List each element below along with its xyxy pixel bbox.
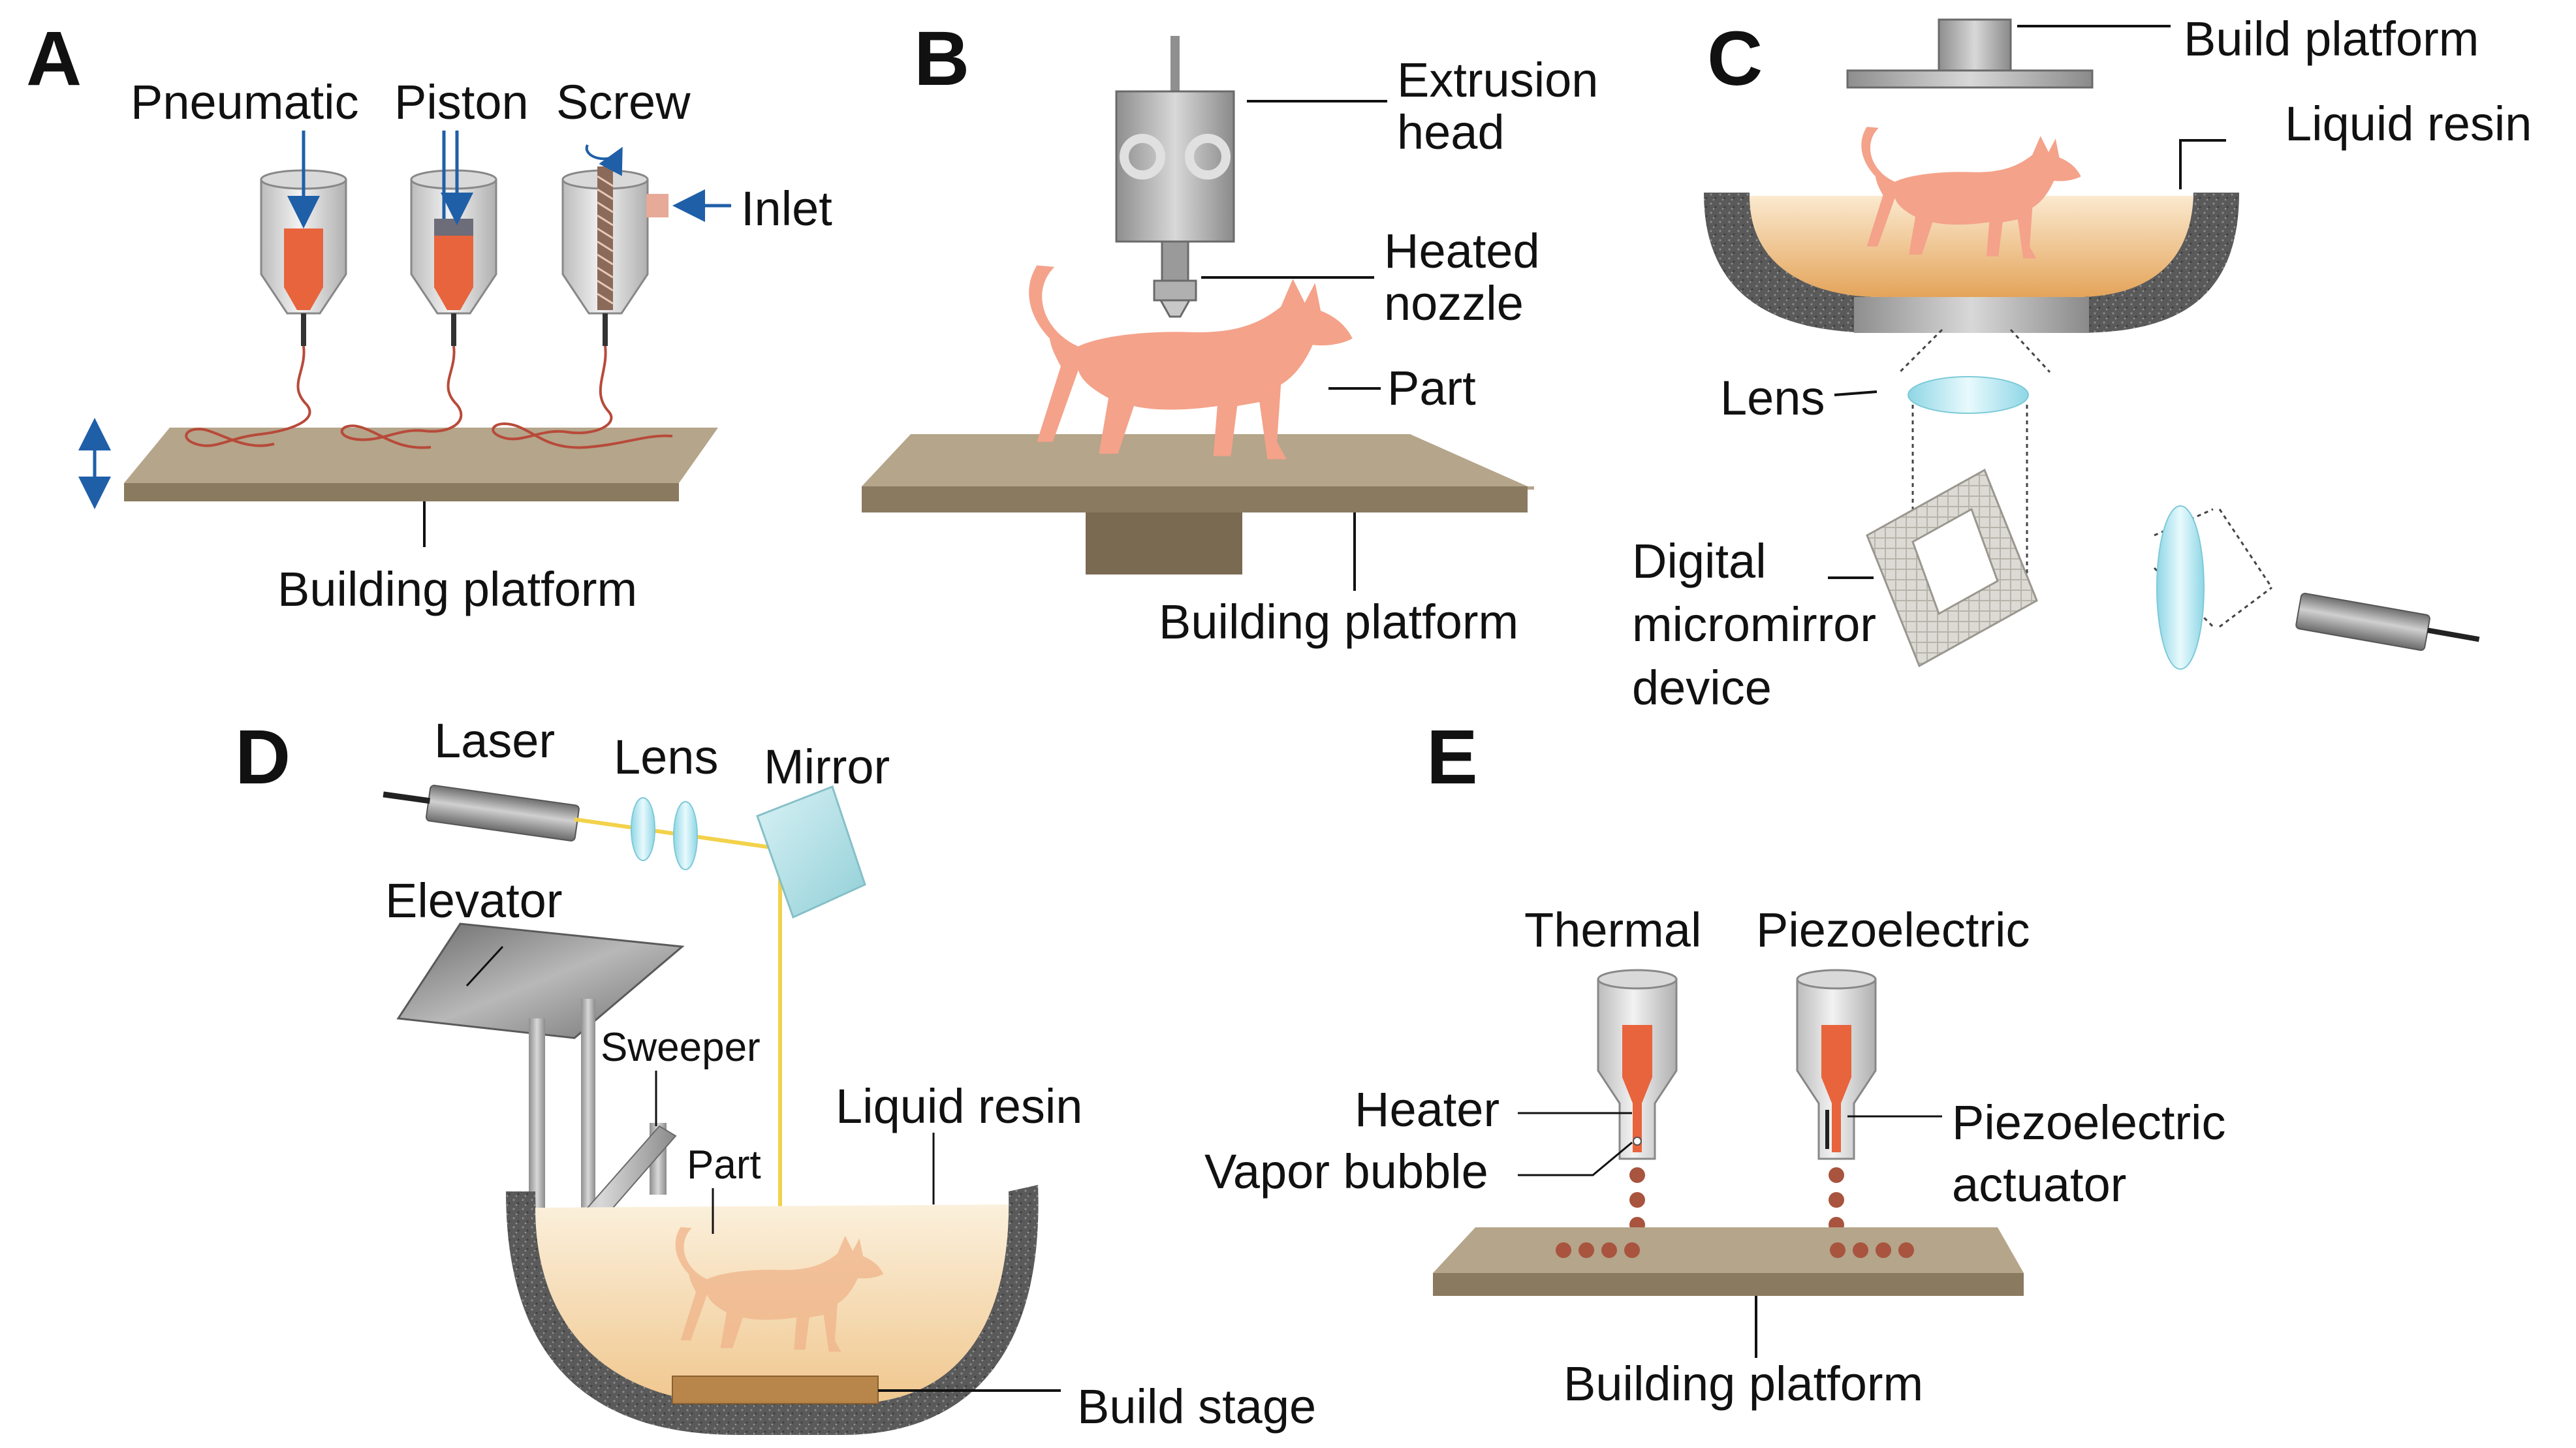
building-platform-a-label: Building platform [277, 562, 637, 616]
piezoelectric-actuator-label-line2: actuator [1952, 1157, 2126, 1212]
piezoelectric-label: Piezoelectric [1756, 903, 2030, 957]
dmd-label-line3: device [1632, 661, 1772, 715]
panel-e: E Thermal Piezoelectric [1204, 714, 2226, 1411]
part-b-label: Part [1387, 361, 1476, 415]
lens-c-label: Lens [1720, 371, 1825, 425]
thermal-printhead [1597, 969, 1678, 1160]
dmd-label-line1: Digital [1632, 534, 1767, 588]
building-platform-b-label: Building platform [1159, 595, 1518, 649]
dmd-label-line2: micromirror [1632, 597, 1876, 652]
projector-lens-c [2156, 505, 2205, 670]
part-d-label: Part [687, 1142, 761, 1188]
piston-syringe [410, 131, 497, 346]
liquid-resin-c-label: Liquid resin [2285, 97, 2532, 151]
lens-d-label: Lens [614, 730, 718, 784]
build-stage-label: Build stage [1077, 1379, 1316, 1434]
building-platform-e-label: Building platform [1563, 1357, 1923, 1411]
digital-micromirror-device [1866, 468, 2038, 668]
inlet-label: Inlet [741, 181, 832, 236]
piston-label: Piston [394, 75, 529, 129]
panel-d-letter: D [235, 714, 291, 800]
building-platform-a [124, 428, 718, 501]
mirror [756, 785, 866, 919]
liquid-resin-d-label: Liquid resin [836, 1079, 1082, 1133]
heater-label: Heater [1355, 1082, 1500, 1137]
light-source-c [2295, 592, 2480, 651]
panel-b-letter: B [914, 16, 969, 102]
extrusion-head-label-line2: head [1397, 105, 1505, 159]
panel-b: B Extrusion head Heated nozzle Part Buil… [862, 16, 1598, 649]
building-platform-e [1433, 1227, 2024, 1296]
panel-a-letter: A [26, 16, 82, 102]
vapor-bubble-label: Vapor bubble [1204, 1144, 1488, 1199]
screw-syringe [561, 144, 668, 346]
lens-c [1908, 376, 2029, 414]
sweeper-label: Sweeper [601, 1025, 761, 1070]
pneumatic-label: Pneumatic [131, 75, 359, 129]
resin-vat-c [1704, 193, 2239, 333]
piezoelectric-printhead [1796, 969, 1877, 1160]
elevator-label: Elevator [385, 874, 562, 928]
panel-e-letter: E [1426, 714, 1478, 800]
build-platform-c-label: Build platform [2184, 12, 2479, 66]
panel-a: A Pneumatic Piston Screw [26, 16, 832, 616]
heated-nozzle [1153, 279, 1197, 318]
thermal-label: Thermal [1524, 903, 1701, 957]
lens-d-1 [631, 797, 655, 861]
mirror-label: Mirror [764, 740, 890, 794]
extruded-filament [185, 345, 673, 449]
panel-c-letter: C [1707, 16, 1763, 102]
lens-d-2 [673, 801, 698, 870]
laser-label: Laser [434, 714, 555, 768]
panel-d: D Laser Lens Mirror Elevator Sweeper [235, 714, 1316, 1435]
building-platform-b [862, 434, 1534, 574]
heated-nozzle-label-line1: Heated [1384, 224, 1540, 278]
panel-c: C Build platform Liquid resin Lens [1632, 12, 2532, 715]
heated-nozzle-label-line2: nozzle [1384, 276, 1524, 330]
screw-label: Screw [556, 75, 691, 129]
build-platform-c [1846, 18, 2094, 89]
extrusion-head-label-line1: Extrusion [1397, 53, 1598, 107]
laser-source [383, 785, 580, 842]
pneumatic-syringe [260, 131, 347, 346]
extrusion-head [1115, 36, 1235, 282]
piezoelectric-actuator-label-line1: Piezoelectric [1952, 1095, 2226, 1150]
